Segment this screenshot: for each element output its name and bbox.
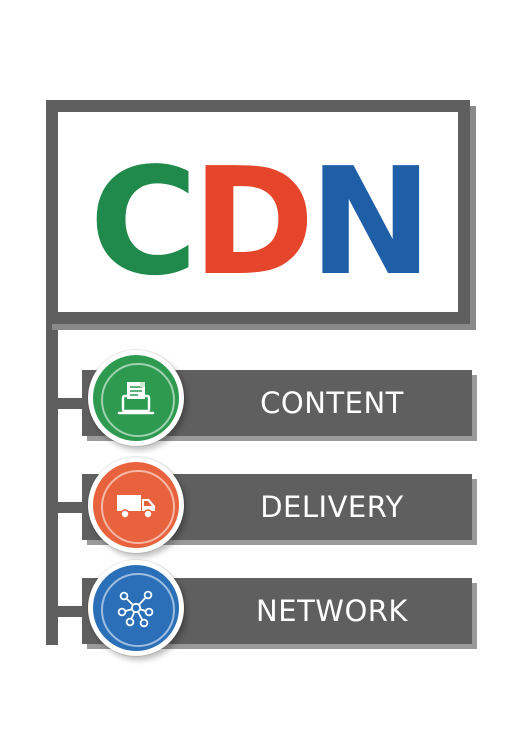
circle-network [88, 560, 184, 656]
delivery-truck-icon [117, 495, 155, 519]
label-content: CONTENT [260, 386, 404, 420]
laptop-document-icon [117, 382, 155, 415]
connector-network [46, 606, 82, 617]
title-letter-n: N [308, 136, 433, 308]
title-letter-d: D [191, 136, 315, 308]
circle-content [88, 350, 184, 446]
connector-delivery [46, 502, 82, 513]
title-letter-c: C [89, 136, 198, 308]
label-delivery: DELIVERY [260, 490, 404, 524]
label-network: NETWORK [256, 594, 408, 628]
network-nodes-icon [117, 590, 154, 628]
cdn-title: CDN [58, 148, 458, 296]
circle-delivery [88, 457, 184, 553]
title-box: CDN [46, 100, 470, 324]
connector-content [46, 398, 82, 409]
